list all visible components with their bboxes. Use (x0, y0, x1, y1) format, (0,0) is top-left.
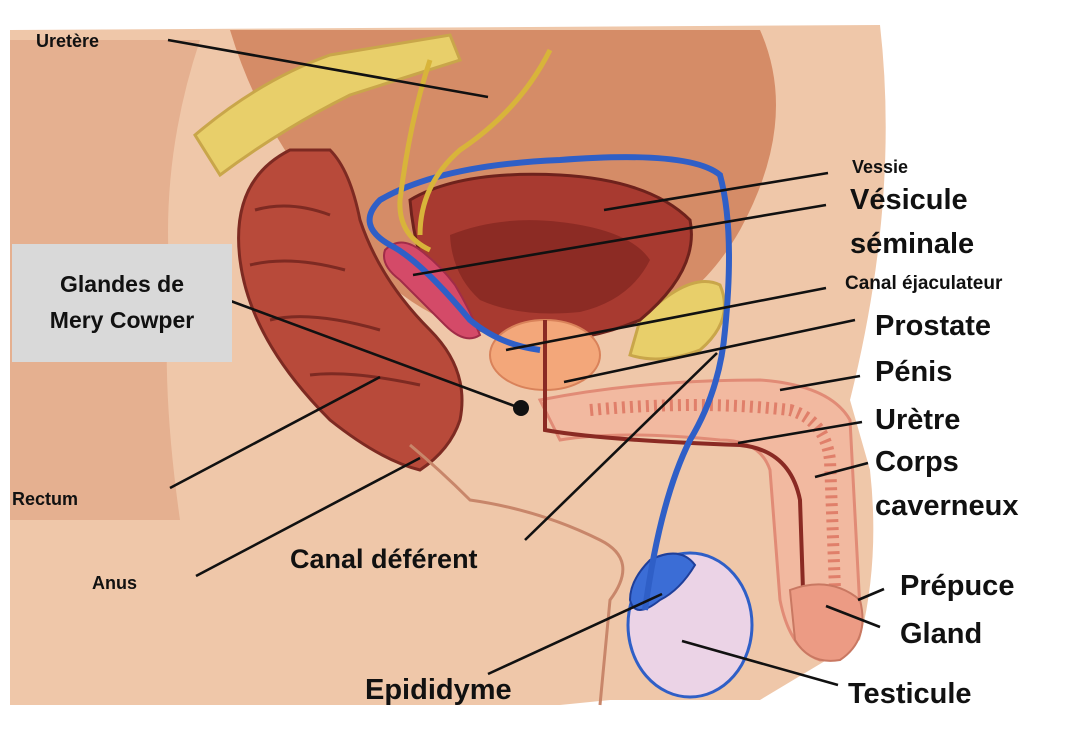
label-prepuce: Prépuce (900, 572, 1014, 601)
glans (790, 584, 863, 660)
label-caverneux: caverneux (875, 492, 1019, 521)
label-uretere: Uretère (36, 32, 99, 50)
label-anus: Anus (92, 574, 137, 592)
label-prostate: Prostate (875, 312, 991, 341)
label-uretre: Urètre (875, 406, 960, 435)
label-vesicule-2: séminale (850, 230, 974, 259)
callout-line2: Mery Cowper (50, 303, 194, 339)
label-vessie: Vessie (852, 158, 908, 176)
label-penis: Pénis (875, 358, 952, 387)
label-corps: Corps (875, 448, 959, 477)
label-gland: Gland (900, 620, 982, 649)
callout-glandes-cowper: Glandes de Mery Cowper (12, 244, 232, 362)
label-epididyme: Epididyme (365, 676, 512, 705)
label-canal-ejaculateur: Canal éjaculateur (845, 274, 1002, 293)
callout-line1: Glandes de (60, 267, 184, 303)
label-testicule: Testicule (848, 680, 972, 709)
label-vesicule-1: Vésicule (850, 186, 968, 215)
label-rectum: Rectum (12, 490, 78, 508)
cowper-gland-marker (513, 400, 529, 416)
label-canal-deferent: Canal déférent (290, 546, 478, 573)
